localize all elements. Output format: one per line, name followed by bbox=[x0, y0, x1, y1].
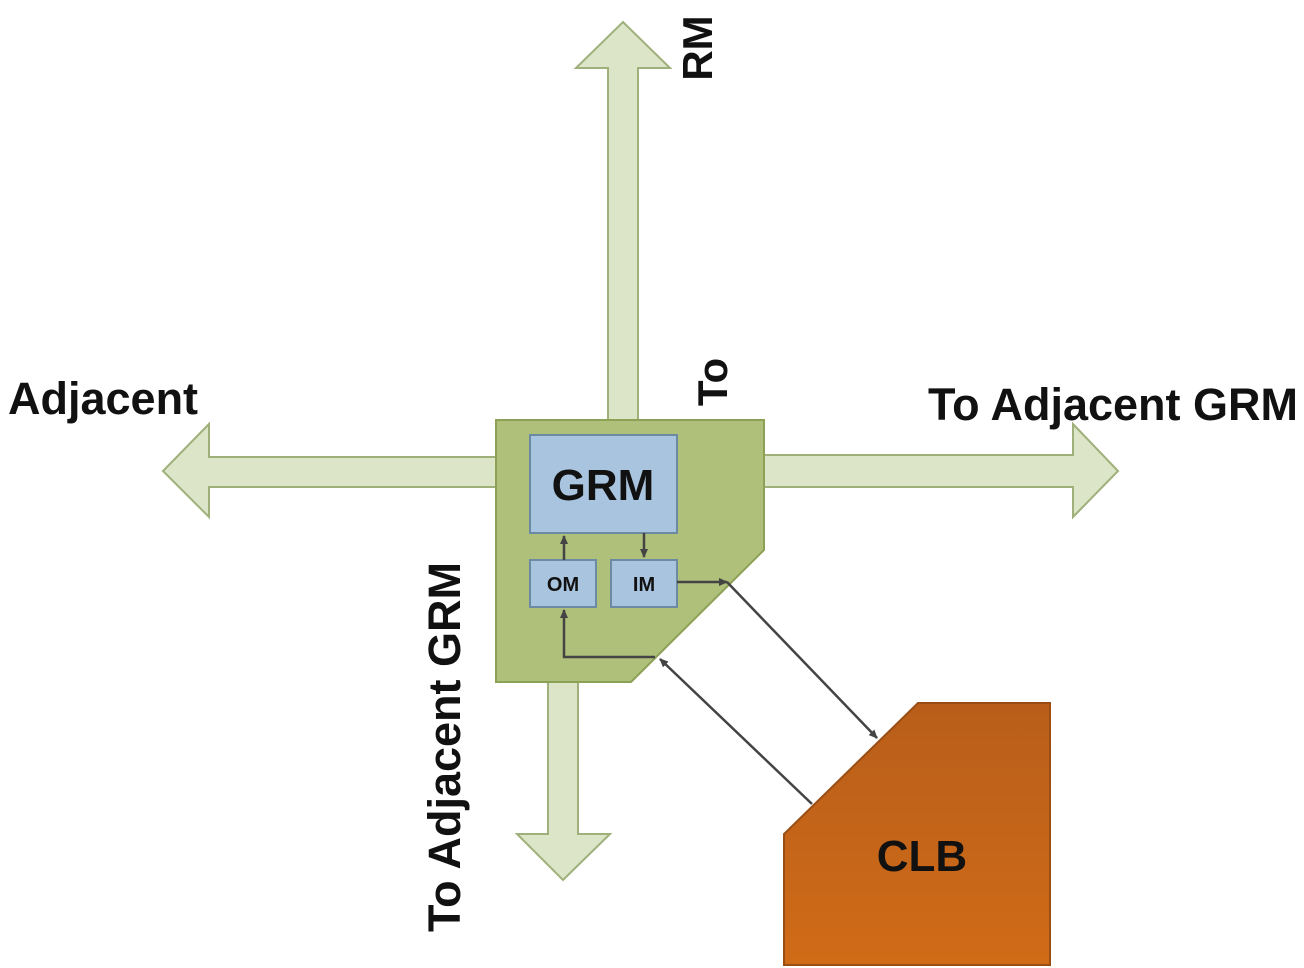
om-block bbox=[529, 559, 597, 608]
clb-block bbox=[783, 702, 1051, 966]
left-adjacent-label: Adjacent bbox=[8, 373, 198, 424]
right-adjacent-grm-label: To Adjacent GRM bbox=[928, 379, 1298, 430]
im-to-clb-connector bbox=[726, 581, 878, 739]
top-to-label: To bbox=[689, 358, 736, 406]
im-block bbox=[610, 559, 678, 608]
clb-label: CLB bbox=[877, 832, 967, 881]
left-arrow bbox=[161, 421, 498, 520]
bottom-adjacent-grm-label: To Adjacent GRM bbox=[419, 562, 470, 932]
switch-to-om-connector bbox=[560, 609, 655, 659]
top-rm-label: RM bbox=[674, 15, 721, 80]
grm-block bbox=[529, 434, 678, 534]
grm-label: GRM bbox=[552, 461, 655, 510]
clb-to-switch-connector bbox=[659, 658, 813, 805]
up-arrow bbox=[573, 20, 673, 421]
down-arrow bbox=[514, 681, 613, 882]
im-label: IM bbox=[633, 574, 655, 596]
right-arrow bbox=[763, 421, 1120, 520]
om-label: OM bbox=[547, 574, 579, 596]
